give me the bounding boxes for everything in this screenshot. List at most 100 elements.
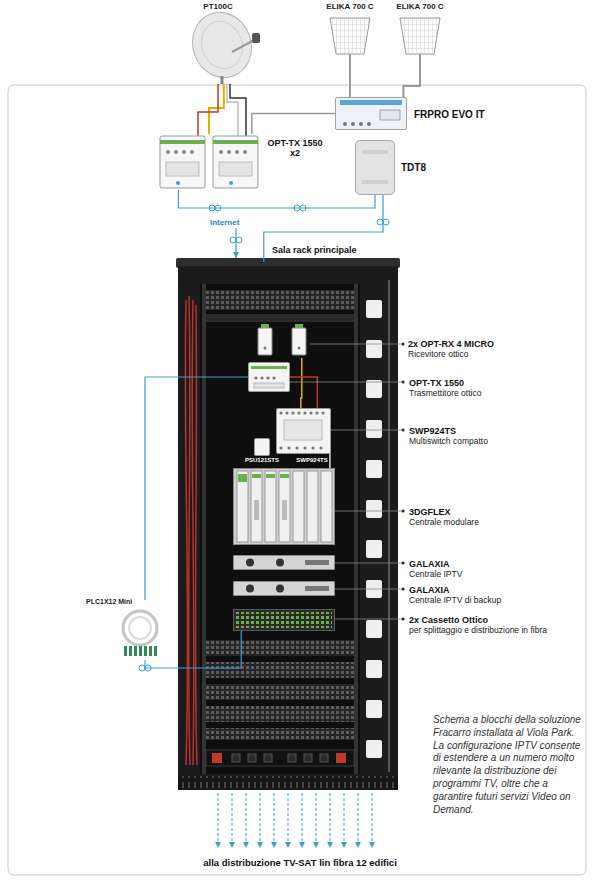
iptv-headend-details bbox=[305, 560, 329, 565]
cable-connector bbox=[301, 358, 302, 408]
distribution-fiber bbox=[302, 793, 303, 848]
optical-receiver bbox=[264, 347, 267, 350]
multiswitch-details bbox=[311, 446, 314, 449]
multiswitch-details bbox=[297, 411, 300, 414]
optical-transmitter bbox=[174, 150, 178, 154]
fiber-loop bbox=[139, 205, 389, 671]
terrestrial-antenna bbox=[419, 54, 421, 72]
optical-transmitter bbox=[160, 136, 205, 188]
iptv-headend-details bbox=[246, 559, 329, 593]
multiswitch-details bbox=[291, 411, 294, 414]
modular-headend-cards bbox=[251, 471, 262, 542]
modular-headend-cards bbox=[321, 471, 332, 542]
rack-body bbox=[206, 750, 354, 766]
rack-body bbox=[212, 753, 222, 763]
red-cable-bundle bbox=[185, 296, 197, 765]
fiber-box: TDT8 bbox=[355, 140, 395, 195]
frpro-details bbox=[340, 100, 402, 105]
tdt8-details bbox=[362, 150, 388, 184]
rack-body bbox=[354, 284, 358, 774]
optical-receiver bbox=[258, 328, 272, 355]
rack-transmitter-details bbox=[254, 383, 284, 388]
rack-body bbox=[206, 706, 354, 722]
fiber-loop bbox=[383, 219, 389, 225]
distribution-fiber bbox=[218, 793, 372, 848]
plc-splitter bbox=[123, 611, 157, 645]
internet-line bbox=[236, 228, 237, 258]
device-label: 2x OPT-RX 4 MICRO bbox=[408, 339, 588, 349]
iptv-headend-details bbox=[276, 559, 284, 567]
frpro-details bbox=[351, 122, 355, 126]
optical-transmitter bbox=[219, 162, 252, 176]
terrestrial-antenna bbox=[349, 54, 351, 72]
multiswitch-details bbox=[279, 446, 282, 449]
plc-splitter bbox=[154, 646, 157, 656]
multiswitch-details bbox=[287, 446, 290, 449]
multiswitch-details bbox=[285, 411, 288, 414]
optical-receiver bbox=[298, 347, 301, 350]
modular-headend-cards bbox=[282, 500, 287, 520]
optical-transmitter bbox=[235, 150, 239, 154]
callout-leader bbox=[335, 563, 401, 564]
optical-transmitter bbox=[213, 136, 258, 188]
plc-splitter bbox=[139, 646, 142, 656]
optical-receiver bbox=[261, 324, 269, 328]
optical-receiver bbox=[295, 324, 303, 328]
device-label: Trasmettitore ottico bbox=[409, 389, 589, 399]
fiber-loop bbox=[230, 237, 236, 243]
callout-leader bbox=[335, 619, 401, 620]
device-label: Multiswitch compatto bbox=[409, 437, 589, 447]
rack-transmitter-details bbox=[251, 366, 287, 369]
callout-leader bbox=[401, 561, 404, 564]
lnb-cables bbox=[227, 84, 238, 136]
rack-transmitter-details bbox=[266, 376, 269, 379]
optical-drawer-ports bbox=[236, 612, 332, 628]
iptv-headend-details bbox=[305, 586, 329, 591]
callout-leader bbox=[290, 382, 401, 383]
callout-leader bbox=[401, 509, 404, 512]
multiswitch: SWP924TSSWP924TSMultiswitch compatto bbox=[276, 408, 331, 454]
rack-body bbox=[206, 314, 354, 322]
distribution-fiber bbox=[260, 793, 261, 848]
plc-splitter bbox=[134, 646, 137, 656]
modular-headend-cards bbox=[307, 471, 318, 542]
distribution-fiber bbox=[246, 793, 247, 848]
device-label: PLC1X12 Mini bbox=[86, 598, 156, 606]
plc-splitter: PLC1X12 Mini bbox=[115, 600, 175, 660]
cable-management bbox=[366, 580, 382, 598]
device-label: OPT-TX 1550 x2 bbox=[264, 138, 326, 159]
distribution-label: alla distribuzione TV-SAT lin fibra 12 e… bbox=[100, 858, 500, 869]
multiswitch-details bbox=[295, 446, 298, 449]
cable-connector bbox=[145, 631, 241, 668]
terrestrial-antenna: ELIKA 700 C bbox=[398, 14, 442, 72]
terrestrial-antenna: ELIKA 700 C bbox=[328, 14, 372, 72]
rack-body bbox=[206, 640, 354, 656]
multiswitch-details bbox=[315, 411, 318, 414]
rack-body bbox=[248, 754, 256, 762]
outer-frame bbox=[8, 85, 586, 875]
optical-transmitter bbox=[176, 181, 180, 185]
device-label: Ricevitore ottico bbox=[408, 350, 588, 360]
rack-body bbox=[178, 266, 398, 790]
distribution-fiber bbox=[330, 793, 331, 848]
rack-transmitter-details bbox=[272, 376, 275, 379]
multiswitch-details bbox=[279, 411, 324, 449]
callout-leader bbox=[401, 587, 404, 590]
terrestrial-antenna bbox=[400, 18, 440, 54]
fiber-loop bbox=[377, 219, 383, 225]
rack-body bbox=[176, 258, 400, 790]
cable-management bbox=[366, 700, 382, 718]
callout-leader bbox=[335, 511, 401, 512]
optical-drawer-ports bbox=[236, 612, 332, 628]
tdt8-details bbox=[362, 150, 388, 154]
optical-transmitter bbox=[182, 150, 186, 154]
distribution-fiber bbox=[344, 793, 345, 848]
cable-management bbox=[388, 280, 390, 772]
optical-transmitter bbox=[243, 150, 247, 154]
cable-management bbox=[366, 420, 382, 438]
iptv-headend-details bbox=[276, 585, 284, 593]
optical-transmitter bbox=[160, 140, 205, 144]
device-label: OPT-TX 1550 bbox=[409, 378, 589, 388]
internet-line bbox=[235, 228, 236, 258]
rack-body bbox=[202, 284, 206, 774]
